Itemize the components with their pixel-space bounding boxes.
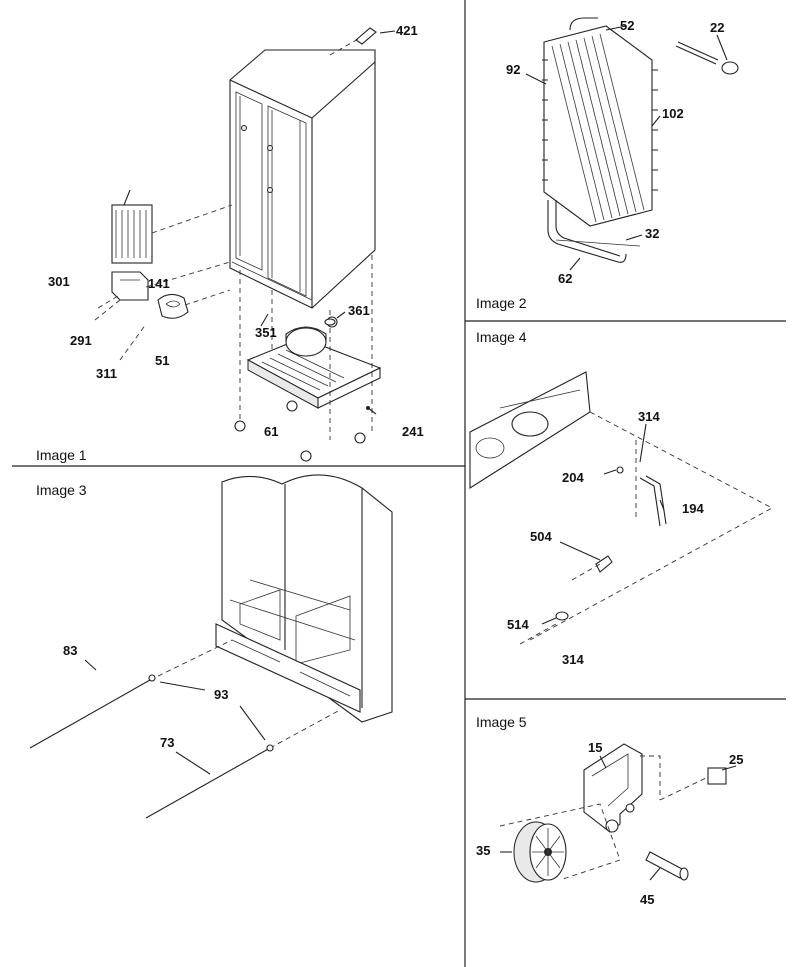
callout-204: 204 — [562, 470, 584, 485]
callout-22: 22 — [710, 20, 724, 35]
panel-dividers — [12, 0, 786, 967]
image3-drawing — [29, 474, 393, 819]
panel-title-image2: Image 2 — [476, 295, 527, 311]
callout-73: 73 — [160, 735, 174, 750]
callout-25: 25 — [729, 752, 743, 767]
callout-194: 194 — [682, 501, 704, 516]
image1-callouts: 421 141 301 291 311 51 351 361 61 241 — [48, 23, 424, 439]
panel-title-image1: Image 1 — [36, 447, 87, 463]
callout-301: 301 — [48, 274, 70, 289]
callout-45: 45 — [640, 892, 654, 907]
image2-drawing — [525, 17, 739, 271]
panel-title-image4: Image 4 — [476, 329, 527, 345]
callout-35: 35 — [476, 843, 490, 858]
image4-drawing — [469, 371, 773, 645]
callout-62: 62 — [558, 271, 572, 286]
callout-93: 93 — [214, 687, 228, 702]
image3-callouts: 83 93 73 — [63, 643, 228, 750]
callout-83: 83 — [63, 643, 77, 658]
image5-callouts: 15 25 35 45 — [476, 740, 743, 907]
callout-504: 504 — [530, 529, 552, 544]
callout-141: 141 — [148, 276, 170, 291]
callout-314-bottom: 314 — [562, 652, 584, 667]
callout-514: 514 — [507, 617, 529, 632]
image5-drawing — [499, 743, 737, 883]
callout-51: 51 — [155, 353, 169, 368]
callout-311: 311 — [96, 366, 117, 381]
image1-drawing — [94, 27, 396, 462]
callout-351: 351 — [255, 325, 277, 340]
panel-title-image5: Image 5 — [476, 714, 527, 730]
image2-callouts: 52 22 92 102 32 62 — [506, 18, 724, 286]
callout-421: 421 — [396, 23, 418, 38]
callout-92: 92 — [506, 62, 520, 77]
callout-241: 241 — [402, 424, 424, 439]
callout-291: 291 — [70, 333, 92, 348]
callout-52: 52 — [620, 18, 634, 33]
callout-32: 32 — [645, 226, 659, 241]
callout-361: 361 — [348, 303, 370, 318]
image4-callouts: 314 204 194 504 514 314 — [507, 409, 704, 667]
callout-15: 15 — [588, 740, 602, 755]
callout-61: 61 — [264, 424, 278, 439]
callout-314-top: 314 — [638, 409, 660, 424]
callout-102: 102 — [662, 106, 684, 121]
panel-title-image3: Image 3 — [36, 482, 87, 498]
